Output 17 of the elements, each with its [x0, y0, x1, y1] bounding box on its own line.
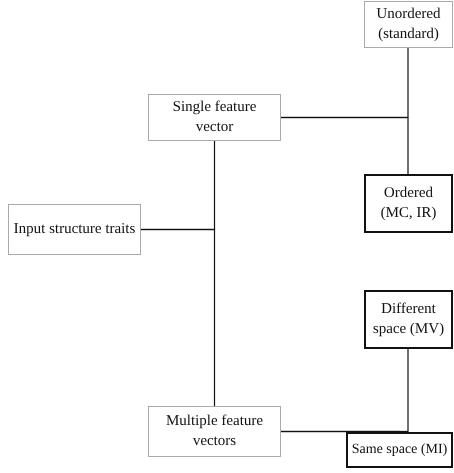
category-box — [364, 1, 453, 48]
box-label: Multiple feature vectors — [164, 412, 264, 450]
category-box — [148, 406, 281, 457]
box-label: Single feature vector — [172, 98, 258, 136]
box-label: Different space (MV) — [372, 300, 446, 338]
connector-line — [141, 228, 216, 406]
box-label: Unordered (standard) — [375, 5, 442, 44]
category-box — [364, 174, 453, 233]
category-box — [8, 204, 141, 255]
category-box — [364, 290, 453, 349]
connector-line — [281, 430, 400, 433]
connector-line — [281, 116, 409, 174]
category-box — [148, 94, 281, 141]
category-box — [346, 432, 453, 468]
box-label: Ordered (MC, IR) — [380, 184, 438, 222]
box-label: Same space (MI) — [352, 440, 448, 459]
box-label: Input structure traits — [14, 220, 136, 239]
